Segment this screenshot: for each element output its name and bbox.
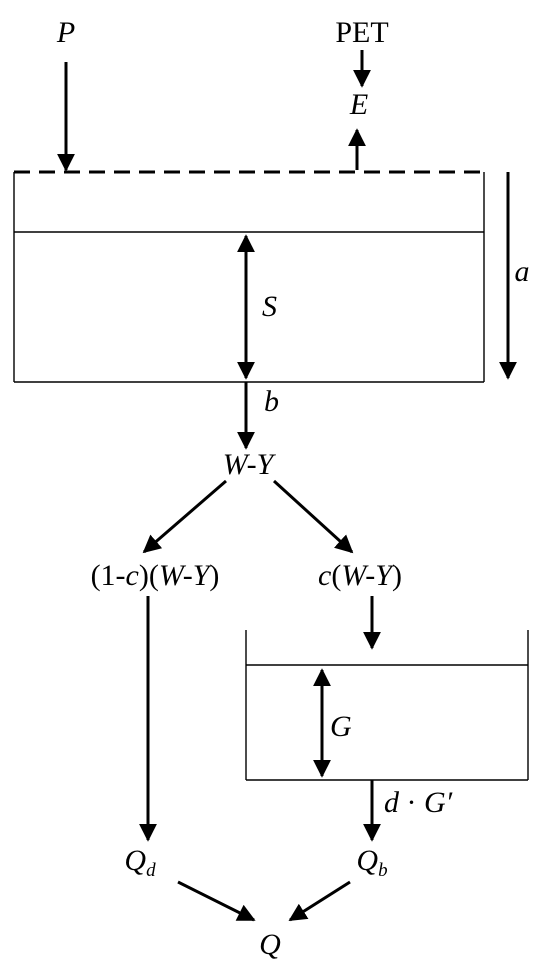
split-left-arrow bbox=[142, 479, 227, 554]
pet-label: PET bbox=[335, 16, 388, 49]
groundwater-storage-label: G bbox=[330, 710, 352, 743]
total-runoff-q-label: Q bbox=[259, 928, 281, 961]
soil-storage-label: S bbox=[262, 290, 277, 323]
baseflow-rate-label: d · G′ bbox=[384, 786, 453, 819]
baseflow-qb-label: Qb bbox=[356, 844, 387, 881]
precipitation-label: P bbox=[56, 16, 75, 49]
evaporation-label: E bbox=[349, 88, 368, 121]
groundwater-store bbox=[245, 630, 529, 781]
direct-runoff-qd-label: Qd bbox=[124, 844, 156, 881]
available-water-label: W-Y bbox=[223, 448, 277, 481]
recharge-fraction-label: c(W-Y) bbox=[318, 559, 402, 592]
upper-soil-store bbox=[13, 170, 485, 383]
direct-runoff-fraction-label: (1-c)(W-Y) bbox=[91, 559, 220, 592]
qd-to-q-arrow bbox=[177, 880, 256, 922]
qb-to-q-arrow bbox=[288, 880, 351, 922]
split-right-arrow bbox=[272, 479, 354, 554]
upper-outflow-b-label: b bbox=[264, 385, 279, 418]
depth-a-label: a bbox=[515, 255, 530, 288]
